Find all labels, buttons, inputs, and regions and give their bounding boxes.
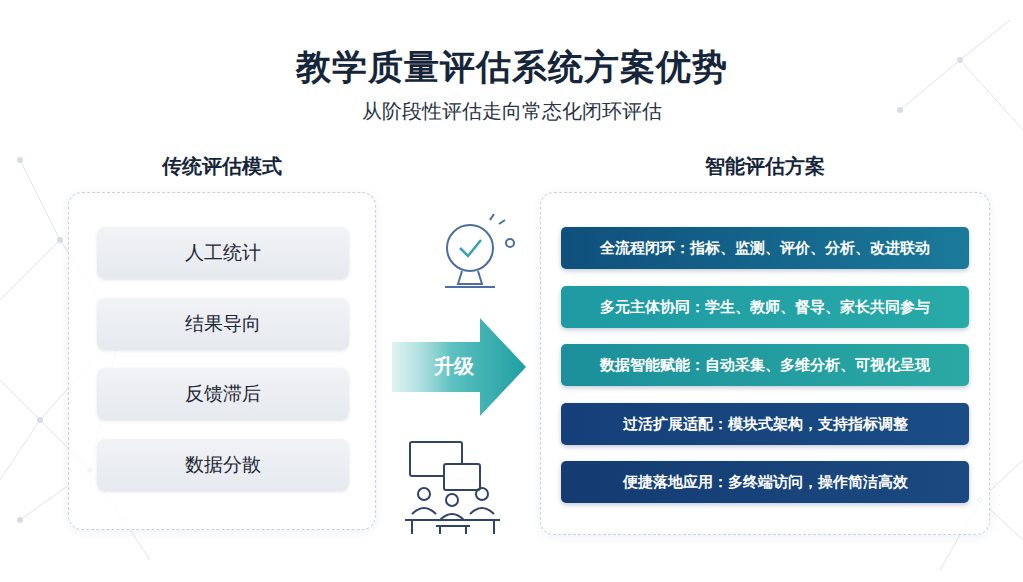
feature-box: 多元主体协同：学生、教师、督导、家长共同参与	[561, 286, 969, 328]
page-title: 教学质量评估系统方案优势	[0, 44, 1023, 91]
panel-heading: 传统评估模式	[69, 153, 375, 180]
solution-item: 过活扩展适配：模块式架构，支持指标调整	[623, 415, 908, 434]
solution-item: 多元主体协同：学生、教师、督导、家长共同参与	[600, 298, 930, 317]
feature-box: 结果导向	[97, 298, 349, 350]
group-panel: 智能评估方案全流程闭环：指标、监测、评价、分析、改进联动多元主体协同：学生、教师…	[540, 192, 990, 535]
solution-item: 数据智能赋能：自动采集、多维分析、可视化呈现	[600, 356, 930, 375]
traditional-item: 反馈滞后	[185, 381, 261, 407]
feature-box: 便捷落地应用：多终端访问，操作简洁高效	[561, 461, 969, 503]
classroom-icon	[405, 442, 500, 534]
traditional-item: 数据分散	[185, 452, 261, 478]
feature-box: 人工统计	[97, 227, 349, 279]
upgrade-arrow: 升级	[392, 318, 526, 416]
traditional-item: 结果导向	[185, 311, 261, 337]
solution-item: 便捷落地应用：多终端访问，操作简洁高效	[623, 473, 908, 492]
solution-item: 全流程闭环：指标、监测、评价、分析、改进联动	[600, 239, 930, 258]
feature-box: 反馈滞后	[97, 368, 349, 420]
feature-box: 数据分散	[97, 439, 349, 491]
feature-box: 过活扩展适配：模块式架构，支持指标调整	[561, 403, 969, 445]
network-lines	[0, 20, 1023, 570]
feature-box: 全流程闭环：指标、监测、评价、分析、改进联动	[561, 227, 969, 269]
panel-heading: 智能评估方案	[541, 153, 989, 180]
group-panel: 传统评估模式人工统计结果导向反馈滞后数据分散	[68, 192, 376, 530]
arrow-label: 升级	[414, 353, 494, 380]
traditional-item: 人工统计	[185, 240, 261, 266]
feature-box: 数据智能赋能：自动采集、多维分析、可视化呈现	[561, 344, 969, 386]
page-caption: 从阶段性评估走向常态化闭环评估	[0, 98, 1023, 125]
check-icon	[445, 214, 514, 287]
